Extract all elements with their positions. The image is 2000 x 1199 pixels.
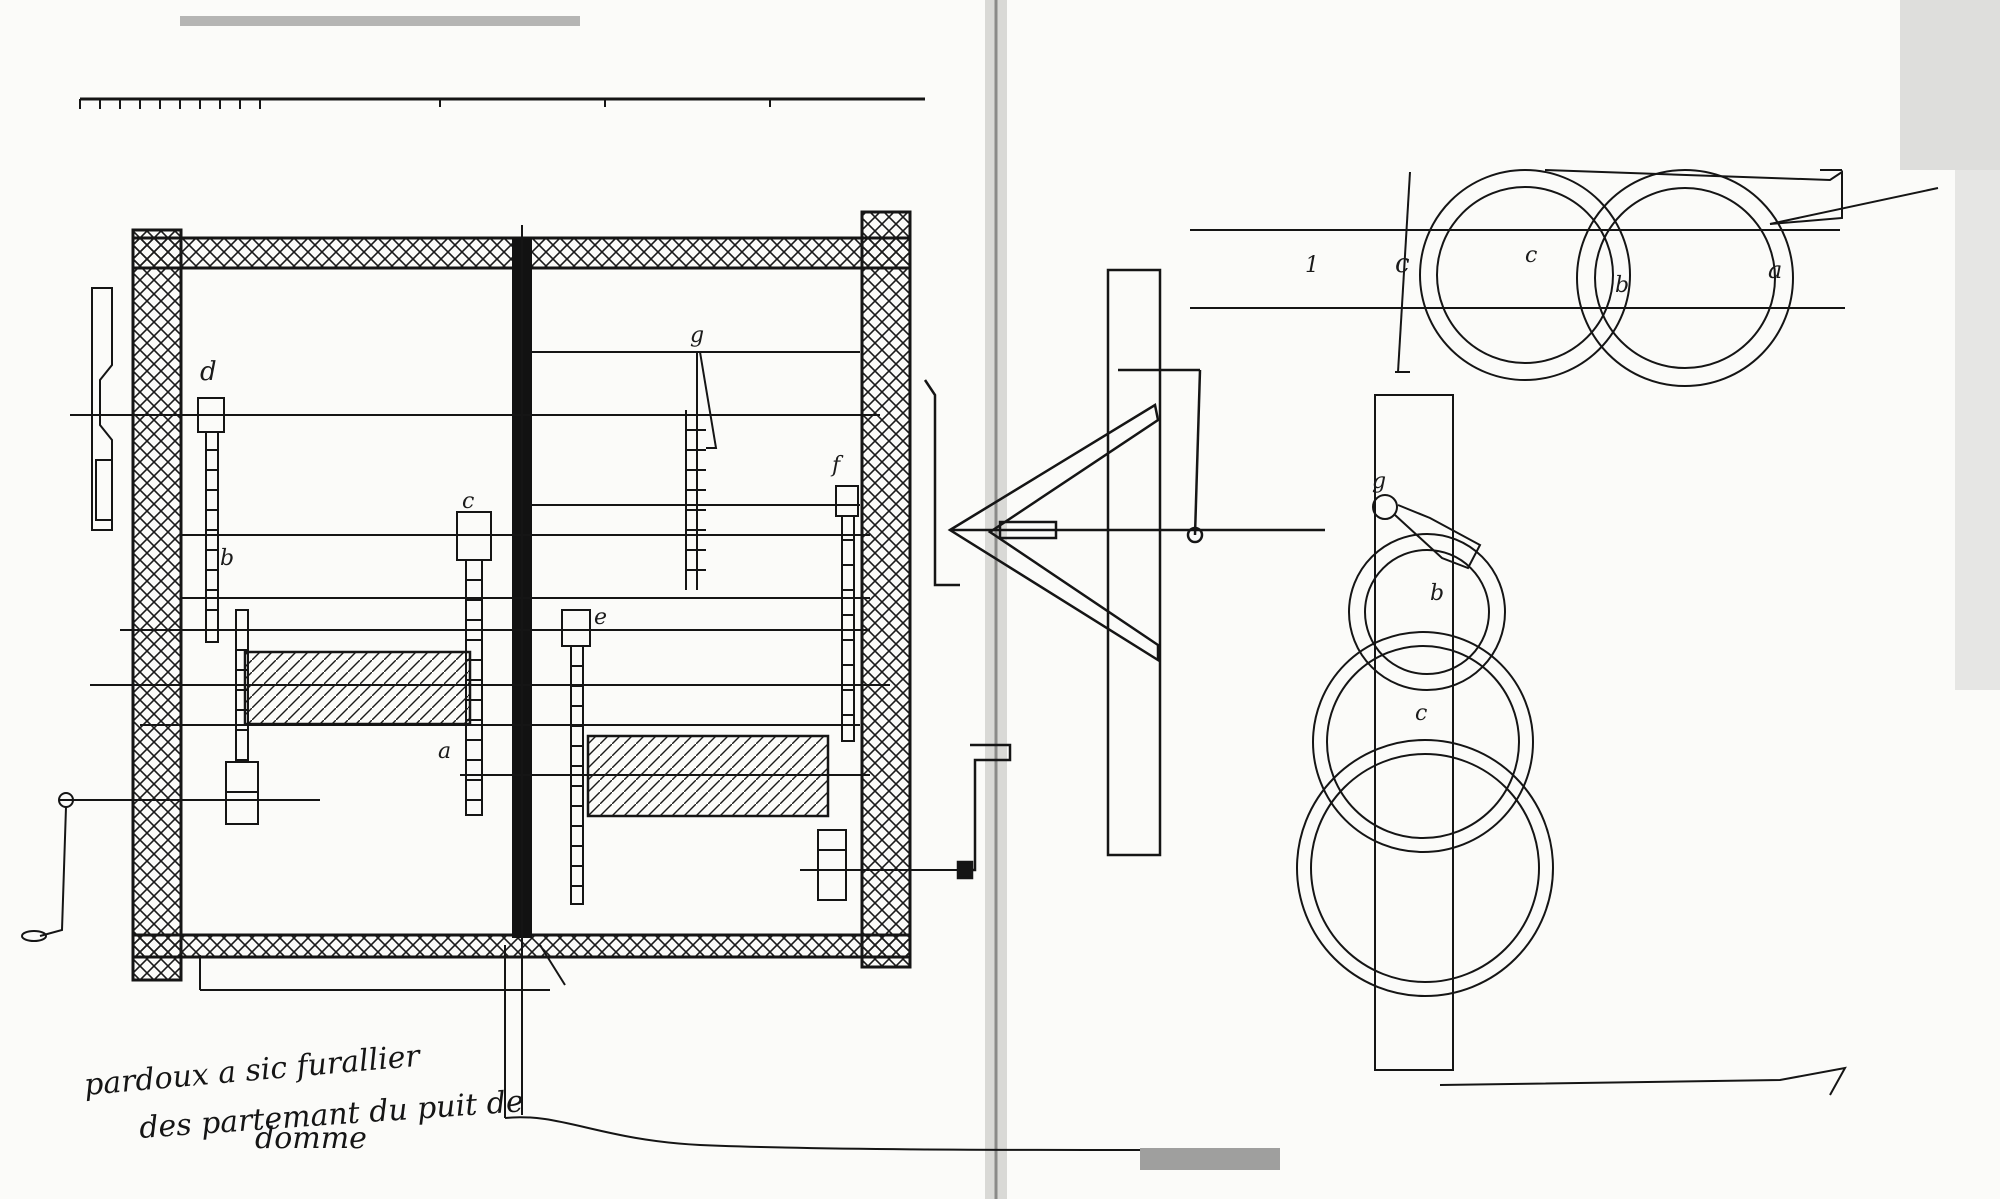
label-b-bottom: b (1430, 581, 1444, 606)
bottom-linkage (199, 944, 566, 1118)
label-f: f (830, 453, 844, 478)
label-c: c (462, 489, 474, 514)
rack-d (197, 397, 225, 643)
label-d: d (200, 357, 217, 387)
gear-plan-top (1190, 169, 1939, 387)
label-g-bottom: g (1372, 469, 1386, 494)
label-c-bottom: c (1415, 701, 1427, 726)
crank-handle (21, 792, 74, 942)
label-c-top-left: c (1395, 249, 1410, 279)
label-a-top: a (1768, 256, 1782, 284)
left-bracket (91, 287, 113, 531)
caption-line-1: pardoux a sic furallier (83, 1039, 423, 1103)
rack-g (685, 351, 718, 590)
right-wall (860, 210, 912, 969)
label-a: a (438, 739, 451, 764)
label-e: e (594, 605, 607, 630)
label-c-top-mid: c (1525, 243, 1537, 268)
drum-upper (243, 650, 472, 726)
lever-bracket (923, 268, 1325, 880)
label-g: g (690, 323, 704, 348)
label-1-top: 1 (1305, 253, 1319, 278)
label-b-top: b (1615, 273, 1629, 298)
gear-train-bottom (1296, 394, 1847, 1096)
page-gutter (985, 0, 1007, 1199)
rack-lower-left (225, 609, 259, 825)
left-wall (131, 228, 183, 982)
label-b: b (220, 546, 234, 571)
drum-lower (586, 734, 830, 818)
rack-f (817, 485, 859, 901)
scale-bar (79, 97, 925, 109)
machine-elevation: d b c a e g f (21, 210, 960, 1118)
rack-c (456, 511, 492, 816)
paper-stains (180, 0, 2000, 1170)
caption-line-3: domme (255, 1121, 367, 1156)
rack-e (561, 609, 591, 905)
caption-underline (504, 1116, 1141, 1151)
